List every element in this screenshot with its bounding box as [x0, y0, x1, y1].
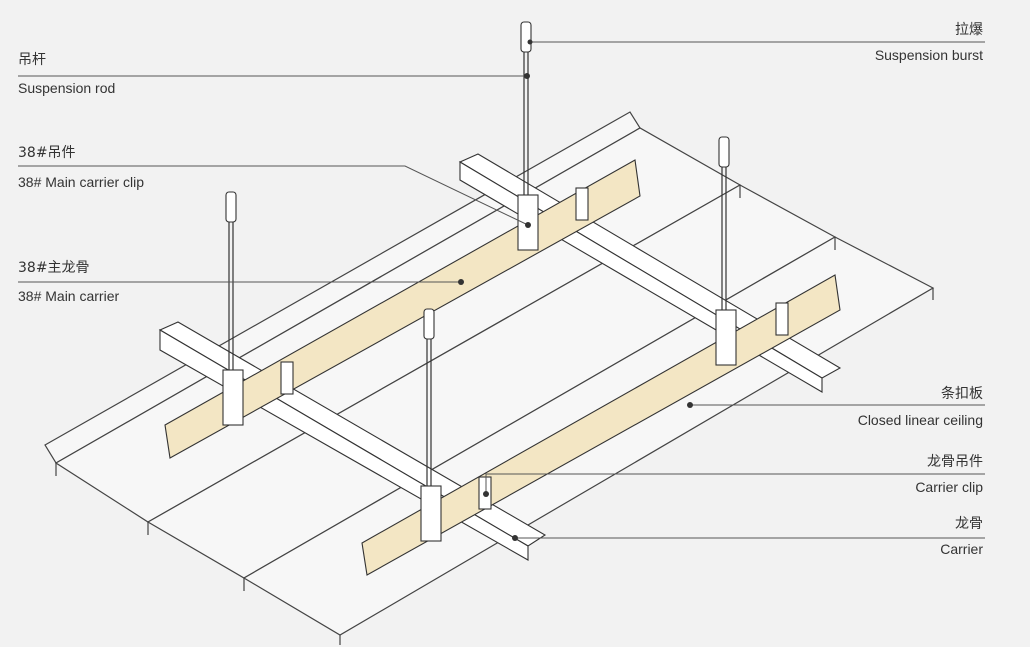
main-carrier-clip-en: 38# Main carrier clip — [18, 174, 145, 190]
suspension-burst-en: Suspension burst — [874, 47, 983, 63]
leader-lines — [18, 41, 985, 539]
main-carrier-clip-cn: 38#吊件 — [18, 145, 76, 161]
suspension-rod-cn: 吊杆 — [18, 52, 46, 68]
main-carrier-en: 38# Main carrier — [18, 288, 120, 304]
carrier-cn: 龙骨 — [955, 516, 983, 532]
closed-linear-ceiling-en: Closed linear ceiling — [857, 412, 983, 428]
main-carrier-cn: 38#主龙骨 — [18, 260, 90, 276]
carrier-en: Carrier — [940, 541, 983, 557]
carrier-clip-cn: 龙骨吊件 — [927, 454, 983, 470]
suspension-burst-cn: 拉爆 — [955, 22, 983, 38]
carrier-clip-en: Carrier clip — [915, 479, 983, 495]
closed-linear-ceiling-cn: 条扣板 — [941, 386, 983, 402]
suspension-rods — [225, 21, 730, 503]
suspension-rod-en: Suspension rod — [18, 80, 116, 96]
